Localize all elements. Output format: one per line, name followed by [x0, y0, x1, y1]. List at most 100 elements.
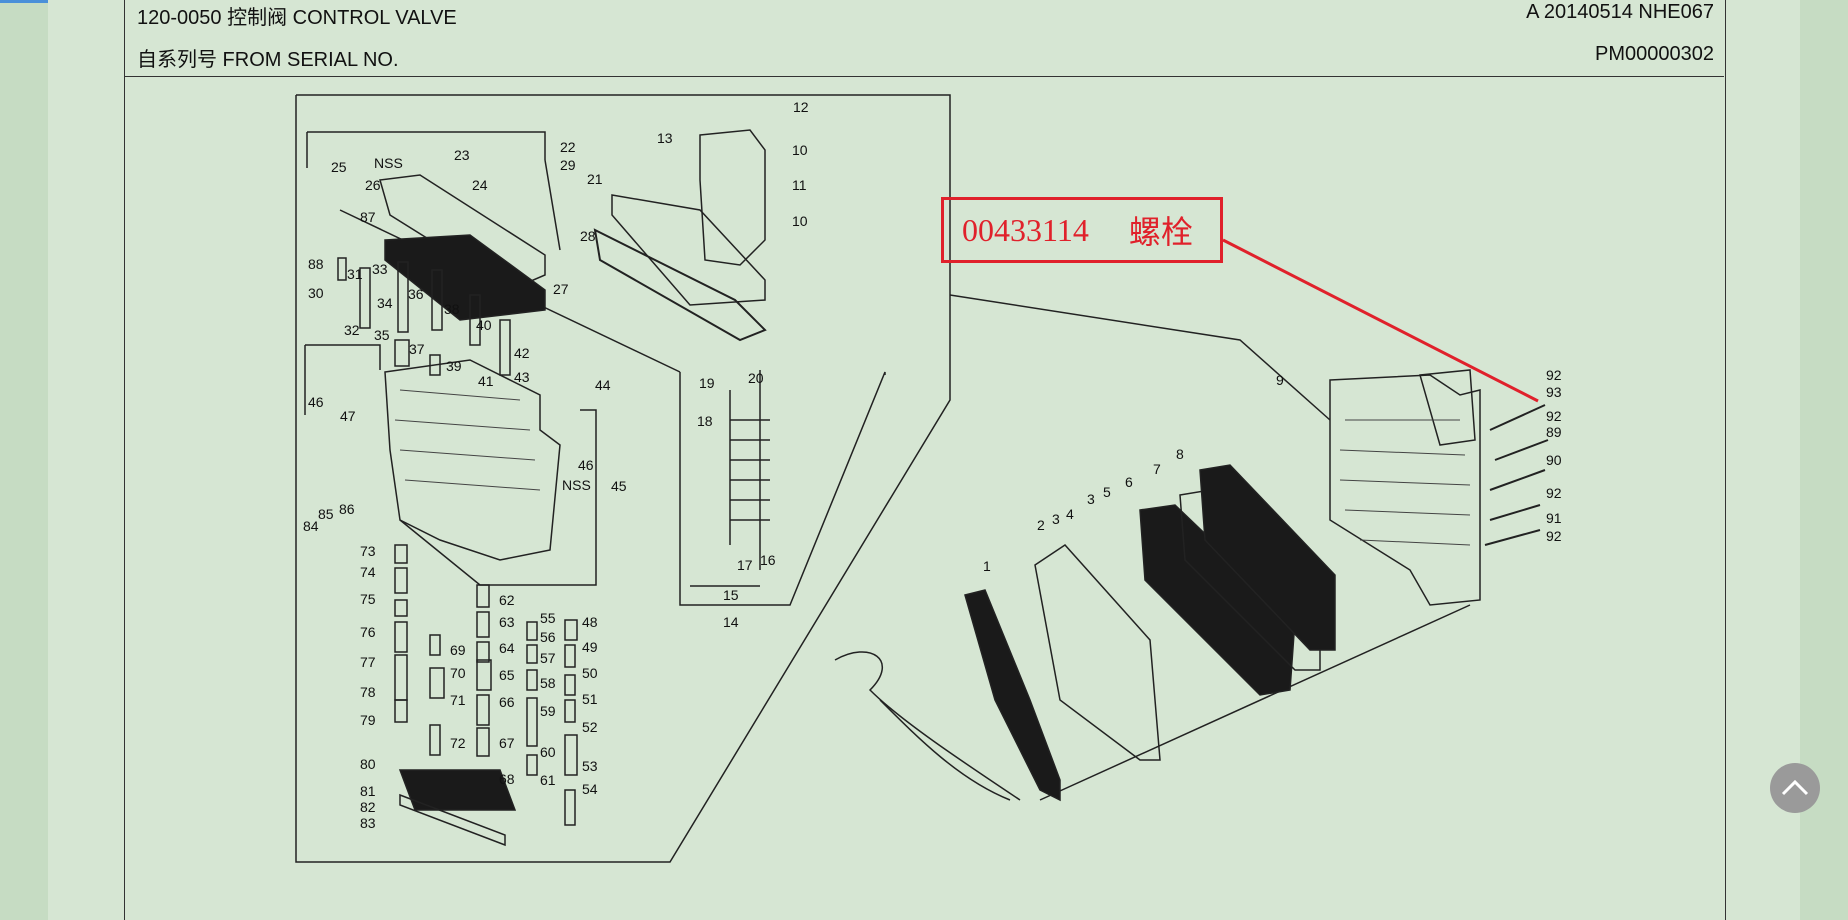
part-label: 85	[318, 506, 334, 522]
part-label: 27	[553, 281, 569, 297]
part-label: 82	[360, 799, 376, 815]
part-label: 1	[983, 558, 991, 574]
part-label: 89	[1546, 424, 1562, 440]
part-label: 37	[409, 341, 425, 357]
part-label: 22	[560, 139, 576, 155]
part-label: 31	[347, 266, 363, 282]
scroll-to-top-button[interactable]	[1770, 763, 1820, 813]
part-label: 73	[360, 543, 376, 559]
part-label: 7	[1153, 461, 1161, 477]
part-label: 93	[1546, 384, 1562, 400]
part-label: 39	[446, 358, 462, 374]
part-label: 23	[454, 147, 470, 163]
part-label: 92	[1546, 408, 1562, 424]
part-label: 30	[308, 285, 324, 301]
part-label: 66	[499, 694, 515, 710]
part-label: 92	[1546, 485, 1562, 501]
part-label: NSS	[374, 155, 403, 171]
page-title: 120-0050 控制阀 CONTROL VALVE	[137, 7, 457, 29]
part-label: 53	[582, 758, 598, 774]
part-label: 70	[450, 665, 466, 681]
part-label: 10	[792, 213, 808, 229]
part-label: 41	[478, 373, 494, 389]
part-label: 56	[540, 629, 556, 645]
part-labels: 1 2 3 3 4 5 6 7 8 9 10 10 11 12 13 14 15…	[303, 99, 1562, 831]
drawing-frame	[124, 0, 1726, 920]
part-label: 46	[578, 457, 594, 473]
part-label: 34	[377, 295, 393, 311]
part-label: 49	[582, 639, 598, 655]
left-gutter	[0, 0, 48, 920]
part-label: 35	[374, 327, 390, 343]
part-label: 86	[339, 501, 355, 517]
part-label: 19	[699, 375, 715, 391]
header-divider	[124, 76, 1724, 77]
part-label: 54	[582, 781, 598, 797]
part-label: 92	[1546, 528, 1562, 544]
left-view-outline	[295, 94, 951, 863]
part-label: 48	[582, 614, 598, 630]
part-label: 3	[1052, 511, 1060, 527]
part-label: 57	[540, 650, 556, 666]
part-label: 71	[450, 692, 466, 708]
part-label: 5	[1103, 484, 1111, 500]
part-label: 18	[697, 413, 713, 429]
part-label: 79	[360, 712, 376, 728]
part-label: 91	[1546, 510, 1562, 526]
part-label: 50	[582, 665, 598, 681]
chevron-up-icon	[1781, 779, 1809, 796]
part-label: 75	[360, 591, 376, 607]
part-label: 87	[360, 209, 376, 225]
part-label: 40	[476, 317, 492, 333]
callout-part-number: 00433114	[962, 211, 1089, 248]
part-label: 67	[499, 735, 515, 751]
part-label: 10	[792, 142, 808, 158]
part-label: 6	[1125, 474, 1133, 490]
part-label: 13	[657, 130, 673, 146]
part-label: 63	[499, 614, 515, 630]
part-label: 55	[540, 610, 556, 626]
part-label: 26	[365, 177, 381, 193]
part-label: 42	[514, 345, 530, 361]
part-label: 92	[1546, 367, 1562, 383]
part-label: 14	[723, 614, 739, 630]
part-label: 12	[793, 99, 809, 115]
part-label: 36	[408, 286, 424, 302]
part-label: 44	[595, 377, 611, 393]
part-label: 83	[360, 815, 376, 831]
part-label: 33	[372, 261, 388, 277]
document-page	[48, 0, 1800, 920]
part-label: 17	[737, 557, 753, 573]
part-label: 2	[1037, 517, 1045, 533]
part-label: 47	[340, 408, 356, 424]
part-label: 80	[360, 756, 376, 772]
part-label: 65	[499, 667, 515, 683]
part-label: 3	[1087, 491, 1095, 507]
part-label: 64	[499, 640, 515, 656]
part-label: 8	[1176, 446, 1184, 462]
part-label: 68	[499, 771, 515, 787]
callout-leader	[1222, 238, 1539, 403]
part-label: 61	[540, 772, 556, 788]
part-label: 15	[723, 587, 739, 603]
part-label: 24	[472, 177, 488, 193]
part-label: 77	[360, 654, 376, 670]
part-label: 90	[1546, 452, 1562, 468]
part-label: 88	[308, 256, 324, 272]
part-label: 20	[748, 370, 764, 386]
callout-part-name: 螺栓	[1128, 214, 1193, 250]
part-label: 78	[360, 684, 376, 700]
part-label: 25	[331, 159, 347, 175]
part-label: 46	[308, 394, 324, 410]
part-label: NSS	[562, 477, 591, 493]
part-label: 72	[450, 735, 466, 751]
part-label: 21	[587, 171, 603, 187]
part-label: 60	[540, 744, 556, 760]
part-label: 59	[540, 703, 556, 719]
part-label: 52	[582, 719, 598, 735]
part-label: 9	[1276, 372, 1284, 388]
part-label: 62	[499, 592, 515, 608]
part-label: 28	[580, 228, 596, 244]
part-label: 38	[444, 301, 460, 317]
